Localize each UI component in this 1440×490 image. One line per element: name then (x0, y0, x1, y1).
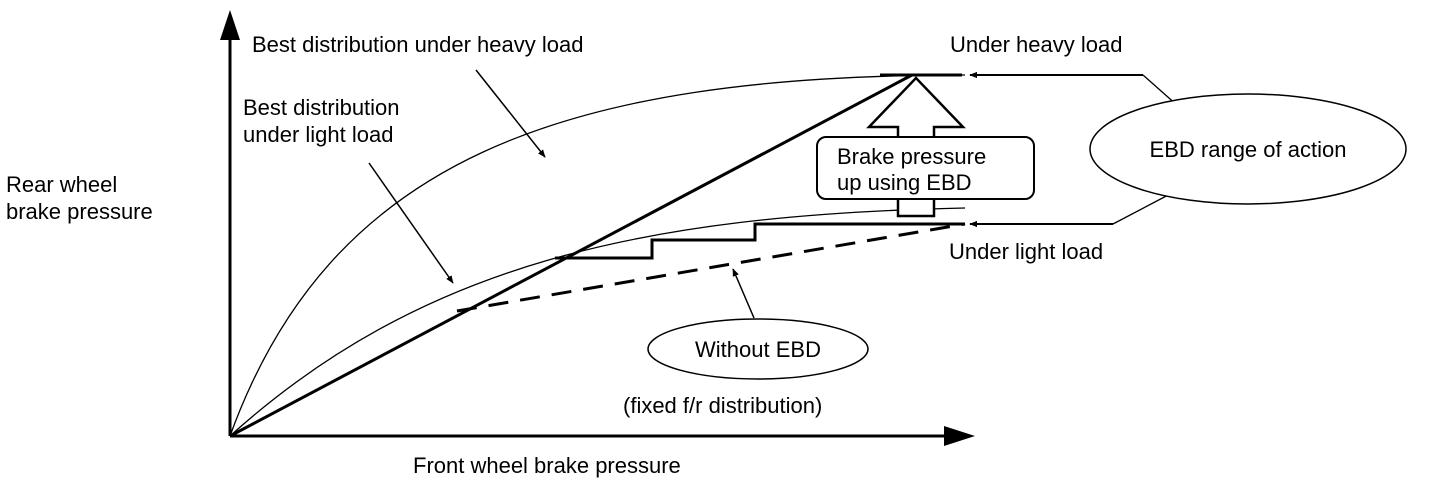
ebd-range-ellipse (1089, 93, 1407, 205)
ebd-heavy-line (229, 73, 913, 438)
brake-up-label-line2: up using EBD (837, 170, 972, 195)
y-axis-arrowhead (220, 10, 240, 40)
fixed-distribution-label: (fixed f/r distribution) (623, 393, 822, 418)
best-heavy-curve (229, 74, 966, 437)
distribution-curves (229, 73, 966, 438)
axes (220, 10, 975, 446)
ebd-light-steps (555, 222, 965, 260)
without-ebd-pointer (732, 268, 755, 319)
without-ebd-line (456, 222, 966, 313)
brake-pressure-box (816, 136, 1035, 200)
without-ebd-ellipse (647, 318, 869, 380)
best-heavy-label: Best distribution under heavy load (252, 32, 583, 57)
best-light-label-line2: under light load (243, 122, 393, 147)
y-axis-label-line1: Rear wheel (6, 172, 117, 197)
brake-up-label-line1: Brake pressure (837, 144, 986, 169)
without-ebd-label: Without EBD (695, 337, 821, 362)
best-light-pointer (368, 162, 454, 284)
under-heavy-label: Under heavy load (950, 32, 1122, 57)
ebd-range-connector-bottom (1112, 192, 1173, 225)
x-axis-label: Front wheel brake pressure (413, 453, 681, 478)
best-light-curve (229, 207, 966, 437)
best-heavy-pointer (475, 69, 546, 158)
best-light-label-line1: Best distribution (243, 95, 400, 120)
ebd-range-label: EBD range of action (1150, 137, 1347, 162)
x-axis-arrowhead (944, 426, 975, 446)
under-light-label: Under light load (949, 239, 1103, 264)
y-axis-label-line2: brake pressure (6, 199, 153, 224)
